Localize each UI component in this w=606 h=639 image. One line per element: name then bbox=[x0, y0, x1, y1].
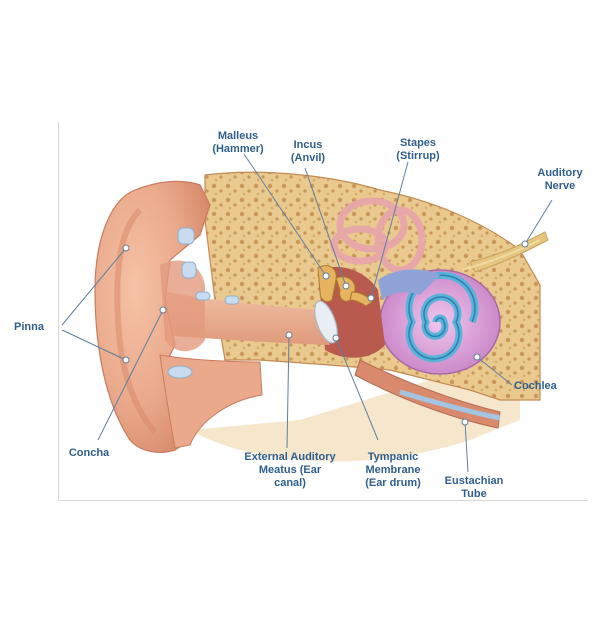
label-tympanic: Tympanic Membrane (Ear drum) bbox=[365, 451, 421, 489]
leader-lines bbox=[61, 153, 553, 473]
label-malleus: Malleus (Hammer) bbox=[212, 130, 264, 155]
cartilage-pieces bbox=[167, 227, 240, 379]
concha-dot bbox=[159, 306, 167, 314]
semicircular-canals bbox=[330, 197, 426, 274]
left-frame-line bbox=[58, 122, 59, 500]
cochlea-dot bbox=[473, 353, 481, 361]
tympanic-membrane bbox=[314, 300, 338, 344]
bottom-frame-line bbox=[58, 500, 588, 501]
ear-lobe bbox=[159, 354, 263, 449]
label-eustachian: Eustachian Tube bbox=[444, 475, 504, 500]
vestibule bbox=[378, 269, 440, 300]
label-concha: Concha bbox=[68, 447, 110, 459]
label-pinna: Pinna bbox=[14, 321, 44, 333]
eustachian-dot bbox=[461, 418, 469, 426]
tympanic-dot bbox=[332, 334, 340, 342]
pinna-dot-lower bbox=[122, 356, 130, 364]
auditory-nerve-dot bbox=[521, 240, 529, 248]
stapes-dot bbox=[367, 294, 375, 302]
pinna-dot-upper bbox=[122, 244, 130, 252]
concha-shape bbox=[160, 260, 205, 352]
label-incus: Incus (Anvil) bbox=[290, 139, 326, 164]
ear-canal-dot bbox=[285, 331, 293, 339]
label-stapes: Stapes (Stirrup) bbox=[396, 137, 440, 162]
leader-dots bbox=[122, 240, 529, 426]
label-ear-canal: External Auditory Meatus (Ear canal) bbox=[244, 451, 336, 489]
incus-dot bbox=[342, 282, 350, 290]
background-tint bbox=[190, 360, 520, 462]
label-cochlea: Cochlea bbox=[514, 380, 557, 392]
malleus-dot bbox=[322, 272, 330, 280]
label-auditory-nerve: Auditory Nerve bbox=[537, 167, 583, 192]
